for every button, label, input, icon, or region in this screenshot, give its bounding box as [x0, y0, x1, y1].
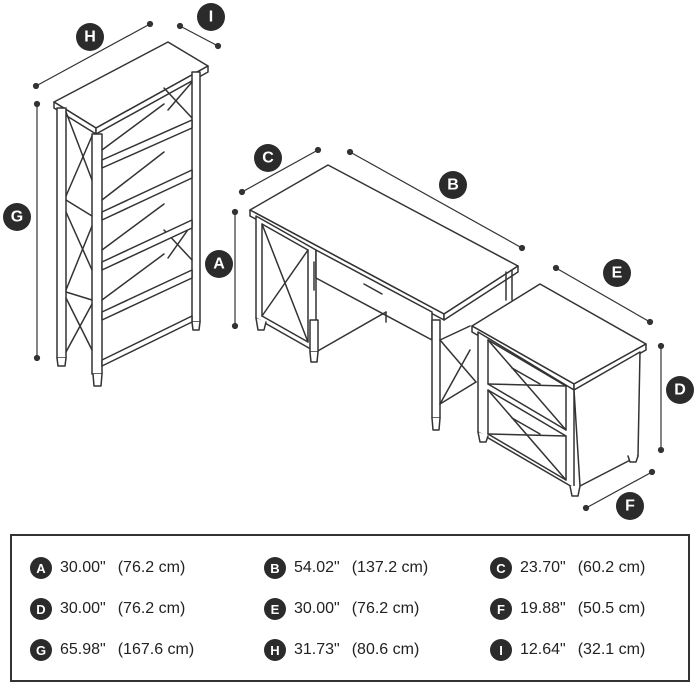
svg-text:A: A	[213, 256, 225, 273]
svg-text:D: D	[674, 382, 686, 399]
callout-a: A	[205, 250, 233, 278]
legend-cm: (76.2 cm)	[117, 559, 186, 576]
legend-entry-f: F 19.88" (50.5 cm)	[490, 589, 645, 629]
legend-cm: (137.2 cm)	[351, 559, 429, 576]
svg-text:B: B	[447, 177, 459, 194]
legend-inches: 30.00"	[294, 600, 340, 617]
legend-inches: 31.73"	[294, 641, 340, 658]
legend-badge: F	[490, 598, 512, 620]
legend-badge: H	[264, 639, 286, 661]
legend-cm: (167.6 cm)	[117, 641, 195, 658]
svg-text:E: E	[612, 265, 623, 282]
legend-badge: E	[264, 598, 286, 620]
legend-cm: (76.2 cm)	[351, 600, 420, 617]
legend-cm: (60.2 cm)	[577, 559, 646, 576]
legend-badge: I	[490, 639, 512, 661]
furniture-dimension-drawing: A B C D E F G H	[3, 3, 694, 520]
callout-b: B	[439, 171, 467, 199]
legend-inches: 23.70"	[520, 559, 566, 576]
legend-row: G 65.98" (167.6 cm) H 31.73" (80.6 cm) I…	[12, 630, 688, 670]
legend-inches: 30.00"	[60, 559, 106, 576]
callout-f: F	[616, 492, 644, 520]
legend-entry-d: D 30.00" (76.2 cm)	[30, 589, 185, 629]
legend-inches: 54.02"	[294, 559, 340, 576]
callout-d: D	[666, 376, 694, 404]
svg-text:G: G	[11, 209, 23, 226]
legend-entry-b: B 54.02" (137.2 cm)	[264, 548, 428, 588]
file-cabinet-drawing	[471, 283, 647, 497]
legend-badge: B	[264, 557, 286, 579]
legend-entry-a: A 30.00" (76.2 cm)	[30, 548, 185, 588]
legend-badge: D	[30, 598, 52, 620]
legend-badge: G	[30, 639, 52, 661]
svg-text:F: F	[625, 498, 635, 515]
legend-cm: (50.5 cm)	[577, 600, 646, 617]
legend-entry-e: E 30.00" (76.2 cm)	[264, 589, 419, 629]
callout-c: C	[254, 144, 282, 172]
dimension-legend: A 30.00" (76.2 cm) B 54.02" (137.2 cm) C…	[10, 534, 690, 682]
bookcase-drawing	[53, 41, 209, 387]
callout-badges: A B C D E F G H	[3, 3, 694, 520]
callout-g: G	[3, 203, 31, 231]
legend-badge: C	[490, 557, 512, 579]
dimension-lines	[32, 20, 665, 512]
legend-cm: (80.6 cm)	[351, 641, 420, 658]
legend-entry-i: I 12.64" (32.1 cm)	[490, 630, 645, 670]
legend-inches: 19.88"	[520, 600, 566, 617]
callout-i: I	[197, 3, 225, 31]
legend-entry-g: G 65.98" (167.6 cm)	[30, 630, 194, 670]
legend-inches: 65.98"	[60, 641, 106, 658]
legend-entry-h: H 31.73" (80.6 cm)	[264, 630, 419, 670]
legend-row: A 30.00" (76.2 cm) B 54.02" (137.2 cm) C…	[12, 548, 688, 588]
legend-inches: 30.00"	[60, 600, 106, 617]
svg-text:H: H	[84, 29, 96, 46]
legend-inches: 12.64"	[520, 641, 566, 658]
callout-e: E	[603, 259, 631, 287]
legend-entry-c: C 23.70" (60.2 cm)	[490, 548, 645, 588]
svg-text:I: I	[209, 9, 213, 26]
callout-h: H	[76, 23, 104, 51]
legend-badge: A	[30, 557, 52, 579]
legend-cm: (32.1 cm)	[577, 641, 646, 658]
legend-row: D 30.00" (76.2 cm) E 30.00" (76.2 cm) F …	[12, 589, 688, 629]
svg-text:C: C	[262, 150, 274, 167]
legend-cm: (76.2 cm)	[117, 600, 186, 617]
desk-drawing	[249, 164, 519, 431]
